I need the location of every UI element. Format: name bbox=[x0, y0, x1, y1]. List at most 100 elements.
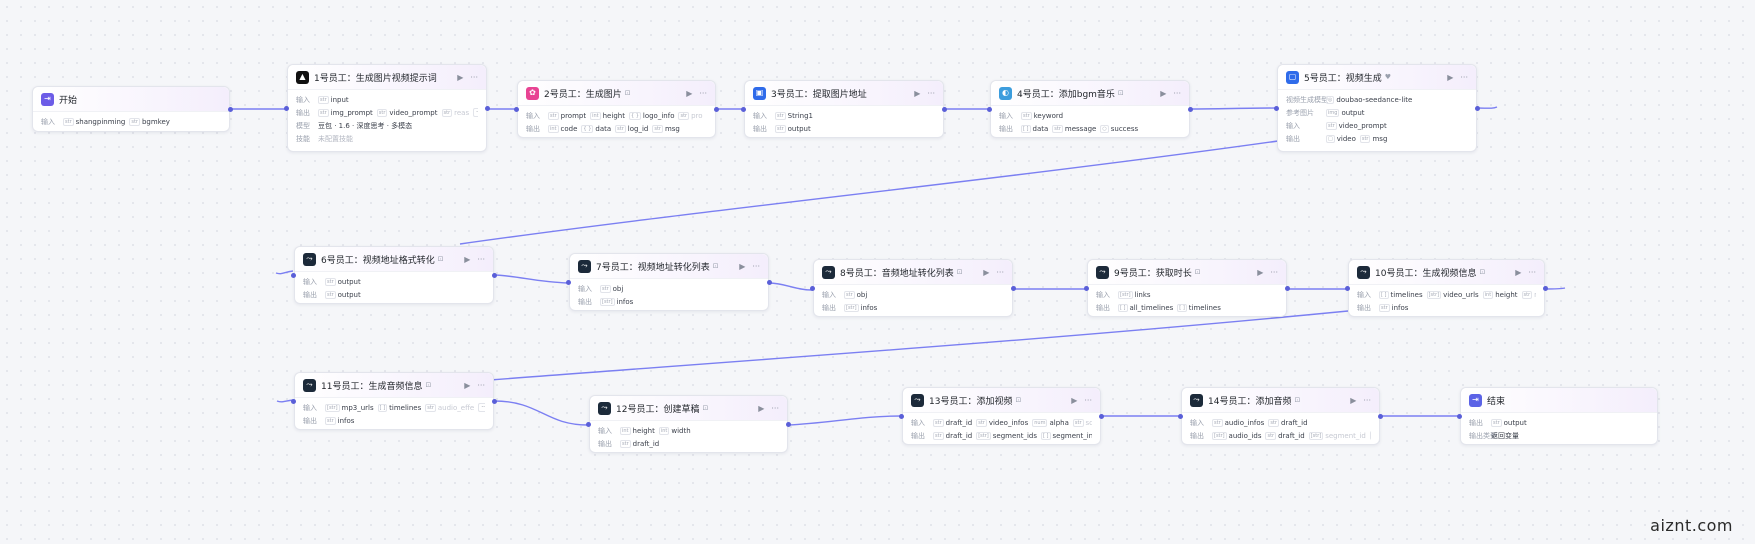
more-icon[interactable]: ··· bbox=[477, 254, 485, 264]
more-icon[interactable]: ··· bbox=[1173, 88, 1181, 98]
more-icon[interactable]: ··· bbox=[996, 267, 1004, 277]
node-n11[interactable]: ⤳11号员工：生成音频信息⊡▶···输入[str]mp3_urls[ ]time… bbox=[294, 372, 494, 430]
output-port[interactable] bbox=[767, 279, 772, 285]
input-port[interactable] bbox=[1457, 413, 1462, 419]
more-icon[interactable]: ··· bbox=[477, 380, 485, 390]
run-icon[interactable]: ▶ bbox=[758, 403, 765, 413]
output-port[interactable] bbox=[492, 398, 497, 404]
more-icon[interactable]: ··· bbox=[1084, 395, 1092, 405]
output-port[interactable] bbox=[786, 421, 791, 427]
input-port[interactable] bbox=[810, 285, 815, 291]
node-actions: ▶ ··· bbox=[464, 381, 485, 390]
node-badge-icon: ⊡ bbox=[624, 89, 631, 97]
more-params-button[interactable]: ··· bbox=[473, 108, 478, 117]
input-port[interactable] bbox=[1274, 105, 1279, 111]
input-port[interactable] bbox=[899, 413, 904, 419]
variable-tag: [str]audio_ids bbox=[1212, 431, 1261, 440]
input-port[interactable] bbox=[586, 421, 591, 427]
more-icon[interactable]: ··· bbox=[927, 88, 935, 98]
variable-type: str bbox=[63, 117, 74, 126]
output-port[interactable] bbox=[228, 106, 233, 112]
run-icon[interactable]: ▶ bbox=[1350, 395, 1357, 405]
run-icon[interactable]: ▶ bbox=[1257, 267, 1264, 277]
input-port[interactable] bbox=[291, 398, 296, 404]
output-port[interactable] bbox=[1543, 285, 1548, 291]
more-icon[interactable]: ··· bbox=[1270, 267, 1278, 277]
variable-type: str bbox=[1491, 418, 1502, 427]
output-port[interactable] bbox=[1285, 285, 1290, 291]
run-icon[interactable]: ▶ bbox=[1447, 72, 1454, 82]
more-icon[interactable]: ··· bbox=[1363, 395, 1371, 405]
more-icon[interactable]: ··· bbox=[1460, 72, 1468, 82]
node-n5[interactable]: ▢5号员工：视频生成♥▶···视频生成模型◎doubao-seedance-li… bbox=[1277, 64, 1477, 152]
input-port[interactable] bbox=[741, 106, 746, 112]
more-icon[interactable]: ··· bbox=[752, 261, 760, 271]
run-icon[interactable]: ▶ bbox=[739, 261, 746, 271]
output-port[interactable] bbox=[1099, 413, 1104, 419]
run-icon[interactable]: ▶ bbox=[464, 380, 471, 390]
more-params-button[interactable]: ··· bbox=[478, 403, 485, 412]
input-port[interactable] bbox=[566, 279, 571, 285]
more-params-button[interactable]: ··· bbox=[1369, 431, 1371, 440]
input-port[interactable] bbox=[514, 106, 519, 112]
variable-name: video_urls bbox=[1443, 290, 1479, 299]
run-icon[interactable]: ▶ bbox=[686, 88, 693, 98]
more-icon[interactable]: ··· bbox=[1528, 267, 1536, 277]
output-port[interactable] bbox=[1378, 413, 1383, 419]
run-icon[interactable]: ▶ bbox=[983, 267, 990, 277]
node-actions: ▶ ··· bbox=[983, 268, 1004, 277]
run-icon[interactable]: ▶ bbox=[457, 72, 464, 82]
run-icon[interactable]: ▶ bbox=[1160, 88, 1167, 98]
more-icon[interactable]: ··· bbox=[771, 403, 779, 413]
node-param-row: 输出[str]infos bbox=[578, 295, 760, 308]
variable-type: str bbox=[1379, 303, 1390, 312]
input-port[interactable] bbox=[1084, 285, 1089, 291]
input-port[interactable] bbox=[1178, 413, 1183, 419]
run-icon[interactable]: ▶ bbox=[914, 88, 921, 98]
output-port[interactable] bbox=[485, 105, 490, 111]
run-icon[interactable]: ▶ bbox=[1515, 267, 1522, 277]
output-port[interactable] bbox=[1475, 105, 1480, 111]
input-port[interactable] bbox=[987, 106, 992, 112]
node-n10[interactable]: ⤳10号员工：生成视频信息⊡▶···输入[ ]timelines[str]vid… bbox=[1348, 259, 1545, 317]
input-port[interactable] bbox=[291, 272, 296, 278]
input-port[interactable] bbox=[284, 105, 289, 111]
output-port[interactable] bbox=[942, 106, 947, 112]
node-title: 7号员工：视频地址转化列表 bbox=[596, 262, 710, 273]
run-icon[interactable]: ▶ bbox=[464, 254, 471, 264]
variable-name: width bbox=[671, 426, 691, 435]
param-label: 参考图片 bbox=[1286, 108, 1314, 117]
more-icon[interactable]: ··· bbox=[699, 88, 707, 98]
node-title: 11号员工：生成音频信息 bbox=[321, 381, 423, 392]
node-badge-icon: ⊡ bbox=[712, 262, 719, 270]
more-icon[interactable]: ··· bbox=[470, 72, 478, 82]
variable-tag: strmask bbox=[1521, 290, 1536, 299]
output-port[interactable] bbox=[714, 106, 719, 112]
run-icon[interactable]: ▶ bbox=[1071, 395, 1078, 405]
output-port[interactable] bbox=[1011, 285, 1016, 291]
input-port[interactable] bbox=[1345, 285, 1350, 291]
output-port[interactable] bbox=[1188, 106, 1193, 112]
output-port[interactable] bbox=[492, 272, 497, 278]
